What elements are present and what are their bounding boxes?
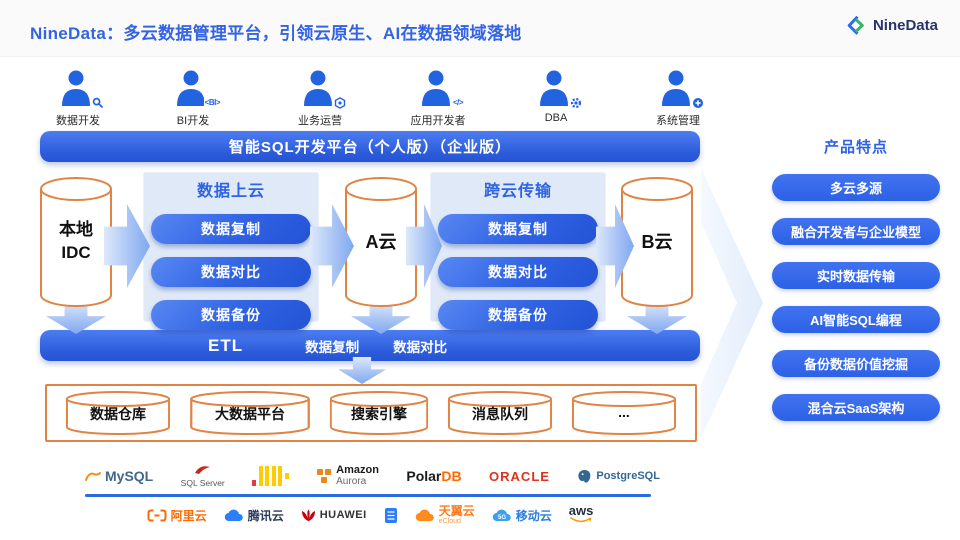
aliyun-logo: 阿里云 [147,507,207,524]
local-idc-label2: IDC [61,243,91,262]
person-icon [662,70,690,106]
target-data-warehouse: 数据仓库 [65,390,171,436]
targets-container: 数据仓库 大数据平台 搜索引擎 消息队列 ... [45,384,697,442]
person-icon [422,70,450,106]
role-dba: DBA [501,70,611,124]
arrow-down-icon [338,357,386,384]
aws-logo: aws [569,504,593,523]
role-bi-dev: <BI> BI开发 [138,70,248,128]
person-icon [177,70,205,106]
role-label: 应用开发者 [410,115,466,127]
server-stack-icon [384,507,397,523]
role-app-dev: </> 应用开发者 [383,70,493,128]
capability-pill: 数据复制 [151,214,311,244]
oracle-logo: ORACLE [489,468,550,484]
role-label: 业务运营 [298,115,342,127]
mobile-cloud-logo: 5G 移动云 [492,507,552,524]
tencent-cloud-logo: 腾讯云 [224,507,284,524]
cloud-5g-icon: 5G [492,509,511,521]
feature-pill: 融合开发者与企业模型 [772,218,940,245]
feature-pill: 备份数据价值挖掘 [772,350,940,377]
cloud-icon [415,509,434,521]
group-cross-cloud: 跨云传输 数据复制 数据对比 数据备份 [430,172,606,330]
features-title: 产品特点 [823,139,888,156]
cylinder-local-idc: 本地 IDC [39,176,113,308]
ninedata-logo-icon [847,15,864,35]
feature-pill: AI智能SQL编程 [772,306,940,333]
feature-pill: 混合云SaaS架构 [772,394,940,421]
cloud-icon [224,509,243,521]
aurora-cubes-icon [317,468,332,483]
etl-item: 数据对比 [393,339,448,355]
capability-pill: 数据对比 [438,257,598,287]
sqlserver-logo: SQL Server [181,465,225,488]
code-icon: </> [450,96,466,109]
page-title: NineData：多云数据管理平台，引领云原生、AI在数据领域落地 [30,24,522,43]
chevron-right-icon [701,168,763,438]
target-search-engine: 搜索引擎 [329,390,429,436]
etl-bar: ETL 数据复制 数据对比 [40,330,700,361]
feature-pill: 多云多源 [772,174,940,201]
capability-pill: 数据复制 [438,214,598,244]
group-title: 数据上云 [196,183,265,200]
cylinder-cloud-b: B云 [620,176,694,308]
header: NineData：多云数据管理平台，引领云原生、AI在数据领域落地 NineDa… [0,0,960,57]
person-icon [540,70,568,106]
svg-text:5G: 5G [498,515,506,521]
search-icon [90,96,106,109]
hexagon-icon [332,96,348,109]
feature-pill: 实时数据传输 [772,262,940,289]
huawei-logo: HUAWEI [301,508,367,522]
etl-label: ETL [208,335,244,355]
role-label: DBA [544,112,568,124]
group-title: 跨云传输 [483,183,552,200]
capability-pill: 数据备份 [438,300,598,330]
cloud-b-label: B云 [641,231,673,252]
cylinder-cloud-a: A云 [344,176,418,308]
brand: NineData [847,15,938,36]
role-data-dev: 数据开发 [23,70,133,128]
capability-pill: 数据备份 [151,300,311,330]
cloud-a-label: A云 [365,231,397,252]
local-idc-label: 本地 [59,220,93,240]
aliyun-bracket-icon [147,509,167,521]
target-bigdata-platform: 大数据平台 [189,390,311,436]
polardb-logo: Polar DB [406,468,462,484]
role-biz-ops: 业务运营 [265,70,375,128]
huawei-flower-icon [301,508,315,521]
aws-smile-icon [570,516,592,522]
divider-line [85,494,651,497]
role-sys-admin: 系统管理 [623,70,733,128]
sql-platform-banner: 智能SQL开发平台（个人版）（企业版） [40,131,700,162]
postgresql-logo: PostgreSQL [577,469,660,484]
person-icon [62,70,90,106]
mysql-dolphin-icon [85,471,101,481]
person-icon [304,70,332,106]
gear-icon [568,96,584,109]
mysql-logo: MySQL [85,468,153,484]
capability-pill: 数据对比 [151,257,311,287]
role-label: 数据开发 [56,115,100,127]
role-label: 系统管理 [656,115,700,127]
target-more: ... [571,390,677,436]
sqlserver-swoosh-icon [194,465,210,474]
clickhouse-logo [252,466,289,486]
group-data-to-cloud: 数据上云 数据复制 数据对比 数据备份 [143,172,319,330]
plus-circle-icon [690,96,706,109]
brand-name: NineData [872,17,938,34]
features-panel: 产品特点 多云多源 融合开发者与企业模型 实时数据传输 AI智能SQL编程 备份… [772,136,940,421]
etl-item: 数据复制 [305,339,360,355]
target-message-queue: 消息队列 [447,390,553,436]
role-label: BI开发 [176,115,210,127]
bi-icon: <BI> [203,96,221,109]
postgres-elephant-icon [578,469,591,483]
